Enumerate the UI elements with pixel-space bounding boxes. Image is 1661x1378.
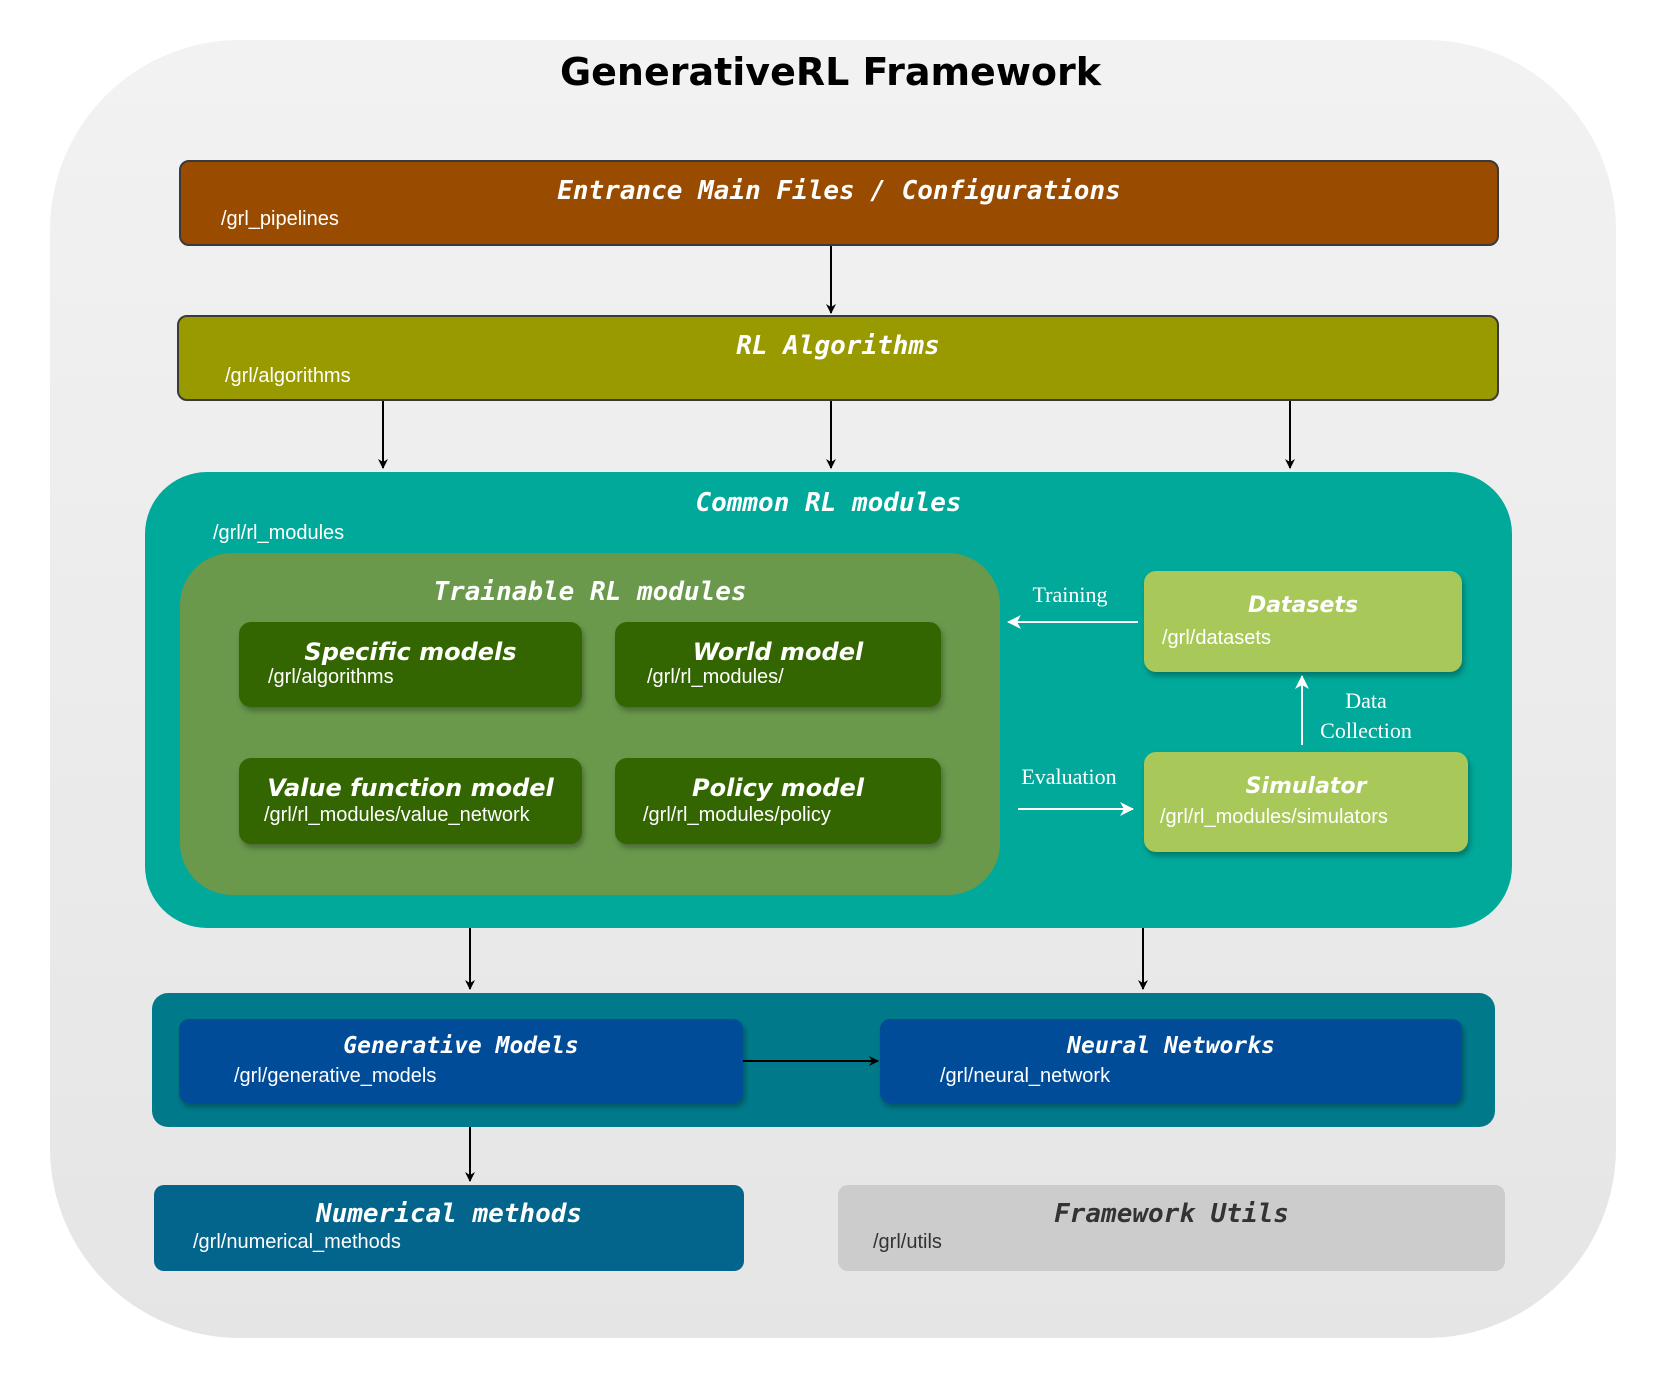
framework-utils-heading: Framework Utils — [1054, 1199, 1289, 1229]
data-collection-label-line1: Data — [1345, 688, 1387, 713]
diagram-title: GenerativeRL Framework — [559, 50, 1102, 94]
world-model-path: /grl/rl_modules/ — [647, 666, 784, 688]
common-heading: Common RL modules — [695, 488, 962, 518]
entrance-box: Entrance Main Files / Configurations /gr… — [179, 160, 1499, 246]
numerical-methods-heading: Numerical methods — [315, 1199, 583, 1229]
rl-algorithms-box: RL Algorithms /grl/algorithms — [177, 315, 1499, 401]
numerical-methods-box: Numerical methods /grl/numerical_methods — [154, 1185, 744, 1271]
value-function-model-path: /grl/rl_modules/value_network — [264, 804, 530, 826]
neural-networks-path: /grl/neural_network — [940, 1065, 1111, 1087]
rl-algorithms-path: /grl/algorithms — [225, 365, 351, 387]
evaluation-label: Evaluation — [1021, 764, 1117, 789]
framework-utils-box: Framework Utils /grl/utils — [838, 1185, 1505, 1271]
common-path: /grl/rl_modules — [213, 522, 345, 544]
world-model-box: World model /grl/rl_modules/ — [615, 622, 941, 707]
data-collection-label-line2: Collection — [1320, 718, 1412, 743]
generative-models-path: /grl/generative_models — [234, 1065, 437, 1087]
value-function-model-heading: Value function model — [267, 774, 554, 802]
generative-models-box: Generative Models /grl/generative_models — [179, 1019, 743, 1103]
trainable-heading: Trainable RL modules — [433, 577, 747, 607]
training-label: Training — [1032, 582, 1108, 607]
world-model-heading: World model — [692, 638, 864, 666]
neural-networks-heading: Neural Networks — [1067, 1033, 1275, 1059]
simulator-path: /grl/rl_modules/simulators — [1160, 806, 1388, 828]
policy-model-heading: Policy model — [692, 774, 864, 802]
neural-networks-box: Neural Networks /grl/neural_network — [880, 1019, 1462, 1103]
framework-utils-path: /grl/utils — [873, 1231, 942, 1253]
datasets-box: Datasets /grl/datasets — [1144, 571, 1462, 672]
policy-model-path: /grl/rl_modules/policy — [643, 804, 831, 826]
entrance-path: /grl_pipelines — [221, 208, 339, 230]
numerical-methods-path: /grl/numerical_methods — [193, 1231, 401, 1253]
datasets-heading: Datasets — [1247, 593, 1359, 618]
entrance-heading: Entrance Main Files / Configurations — [557, 176, 1121, 206]
simulator-box: Simulator /grl/rl_modules/simulators — [1144, 752, 1468, 852]
policy-model-box: Policy model /grl/rl_modules/policy — [615, 758, 941, 844]
value-function-model-box: Value function model /grl/rl_modules/val… — [239, 758, 582, 844]
rl-algorithms-heading: RL Algorithms — [736, 331, 940, 361]
simulator-heading: Simulator — [1245, 774, 1367, 799]
specific-models-path: /grl/algorithms — [268, 666, 394, 688]
generative-models-heading: Generative Models — [343, 1033, 579, 1059]
datasets-path: /grl/datasets — [1162, 627, 1271, 649]
specific-models-heading: Specific models — [304, 638, 517, 666]
specific-models-box: Specific models /grl/algorithms — [239, 622, 582, 707]
